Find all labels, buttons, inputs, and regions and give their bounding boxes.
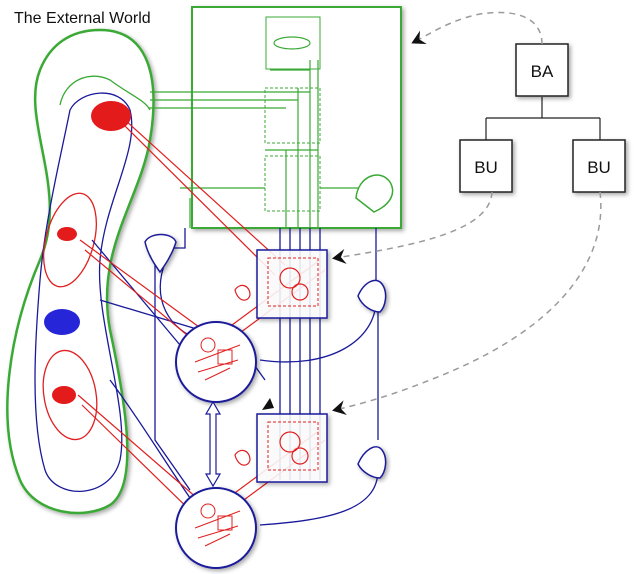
bu-left-box bbox=[459, 139, 513, 193]
top-module-neuron-icon bbox=[355, 174, 394, 213]
external-world-region bbox=[6, 28, 155, 515]
circle-module-upper-body bbox=[175, 321, 257, 403]
bu-left-to-mid-upper-arrow bbox=[332, 191, 493, 264]
top-module-inner-box-2 bbox=[264, 87, 321, 144]
ba-to-top-module-arrow bbox=[411, 11, 543, 45]
inner-region-outline bbox=[34, 92, 133, 492]
mid-module-upper-loop bbox=[279, 267, 301, 289]
dashed-connectors bbox=[332, 11, 602, 415]
mid-module-upper bbox=[256, 249, 328, 319]
bu-right-label: BU bbox=[587, 158, 611, 177]
external-world-outline bbox=[6, 28, 155, 515]
small-arrow-icon bbox=[262, 398, 274, 410]
mid-module-lower-loop bbox=[279, 431, 301, 453]
circle-module-lower bbox=[175, 487, 257, 569]
neuron-mid-icon bbox=[357, 279, 387, 313]
red-contour-upper bbox=[43, 192, 97, 288]
red-object-low bbox=[52, 386, 76, 404]
neuron-low-icon bbox=[357, 446, 387, 479]
mid-module-upper-inner bbox=[267, 257, 319, 307]
circle-module-lower-body bbox=[175, 487, 257, 569]
top-module bbox=[148, 6, 402, 229]
hierarchy-tree: BA BU BU bbox=[459, 43, 626, 193]
green-contour bbox=[59, 75, 151, 111]
mid-module-lower-inner bbox=[267, 421, 319, 471]
circle-module-upper bbox=[175, 321, 257, 403]
bu-left-label: BU bbox=[474, 158, 498, 177]
blue-object bbox=[44, 309, 80, 335]
top-module-oval bbox=[273, 36, 311, 50]
bidirectional-arrow-icon bbox=[204, 400, 222, 488]
bu-right-box bbox=[572, 139, 626, 193]
neuron-left-icon bbox=[144, 233, 177, 274]
ba-label: BA bbox=[531, 62, 554, 81]
diagram-title: The External World bbox=[14, 10, 151, 27]
top-module-inner-box-3 bbox=[264, 155, 321, 212]
red-object-mid bbox=[57, 227, 77, 241]
mid-module-upper-box bbox=[256, 249, 328, 319]
red-object-top bbox=[91, 101, 131, 131]
bu-right-to-mid-lower-arrow bbox=[332, 191, 602, 415]
mid-module-lower bbox=[256, 413, 328, 483]
top-module-inner-box-1 bbox=[265, 16, 321, 70]
red-contour-lower bbox=[42, 349, 98, 441]
mid-module-upper-loop-2 bbox=[291, 283, 309, 301]
mid-module-lower-box bbox=[256, 413, 328, 483]
ba-box bbox=[515, 43, 569, 97]
mid-module-lower-loop-2 bbox=[291, 447, 309, 465]
